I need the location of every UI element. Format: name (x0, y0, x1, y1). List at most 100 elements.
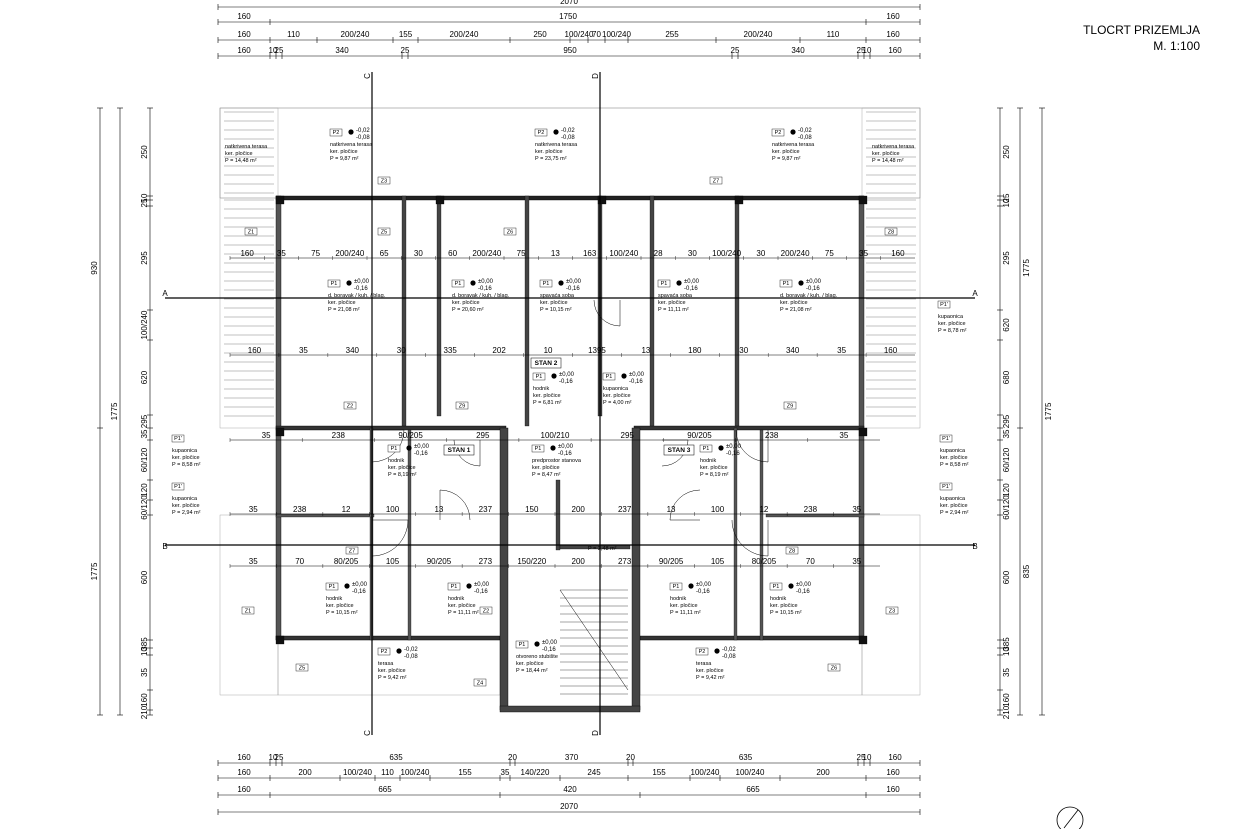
window-marker-box (295, 663, 309, 672)
section-marker-d-end: D (591, 730, 600, 736)
dim-top-row2-value: 100/240 (602, 30, 631, 39)
section-marker-d: D (591, 73, 600, 79)
room-area: P = 2,48 m² (588, 546, 617, 552)
window-marker: Z6 (831, 666, 837, 672)
window-marker: Z1 (245, 609, 251, 615)
dim-top-row2-value: 110 (287, 30, 300, 39)
dim-interior-row1-value: 200/240 (781, 249, 810, 258)
room-area: P = 23,75 m² (535, 156, 567, 162)
column (597, 195, 607, 205)
dim-bottom-row1-value: 10 (269, 753, 278, 762)
dim-interior-row5-value: 90/205 (427, 557, 452, 566)
room-name: kupaonica (940, 448, 966, 454)
room-name: natkrivena terasa (330, 142, 373, 148)
dim-left-inner-value: 10 (140, 193, 149, 202)
room-floor: ker. pločice (326, 603, 354, 609)
room-name: natkrivena terasa (225, 144, 268, 150)
dim-bottom-row1-value: 635 (739, 753, 753, 762)
room-tag: P2 (538, 130, 545, 136)
room-name: kupaonica (940, 496, 966, 502)
terrace-top (219, 107, 921, 199)
room-floor: ker. pločice (603, 393, 631, 399)
wall-mid-right (633, 425, 865, 431)
dim-interior-row4-value: 13 (667, 505, 676, 514)
dim-interior-row2-value: 30 (739, 346, 748, 355)
room-tag-box (377, 647, 391, 656)
door-swing (661, 439, 689, 467)
dim-bottom-row1-value: 25 (857, 753, 866, 762)
room-level-bottom: -0,08 (561, 135, 575, 141)
dim-interior-row3-value: 90/205 (687, 431, 712, 440)
wall-interior-v (649, 195, 655, 429)
drawing-scale: M. 1:100 (1153, 39, 1200, 53)
dim-left-inner-value: 620 (140, 370, 149, 384)
dim-right-inner-value: 25 (1002, 193, 1011, 202)
dim-interior-row5-value: 200 (572, 557, 586, 566)
dim-interior-row5-value: 80/205 (752, 557, 777, 566)
room-floor: ker. pločice (448, 603, 476, 609)
door-swing (735, 429, 769, 463)
dim-bottom-row2-value: 200 (816, 768, 830, 777)
room-floor: ker. pločice (540, 300, 568, 306)
wall-partition-h (275, 513, 375, 518)
stan-label-box (530, 357, 562, 369)
door-swing (439, 489, 471, 521)
dim-interior-row1-value: 28 (654, 249, 663, 258)
room-floor: ker. pločice (330, 149, 358, 155)
dim-interior-row5-value: 80/205 (334, 557, 359, 566)
room-floor: ker. pločice (872, 151, 900, 157)
dim-top-row2-value: 200/240 (450, 30, 479, 39)
dim-top-row2-value: 160 (886, 30, 900, 39)
dim-top-row2-value: 255 (665, 30, 679, 39)
dim-top-row3-value: 25 (275, 46, 284, 55)
room-level-bottom: -0,16 (352, 589, 366, 595)
dim-top-row2-value: 100/240 (565, 30, 594, 39)
dim-bottom-row2-value: 35 (501, 768, 510, 777)
room-tag-box (329, 128, 343, 137)
room-floor: ker. pločice (670, 603, 698, 609)
dim-interior-row4-value: 237 (618, 505, 632, 514)
room-floor: ker. pločice (172, 503, 200, 509)
dim-interior-row4-value: 12 (759, 505, 768, 514)
door-swing (453, 439, 481, 467)
dim-left-inner-value: 295 (140, 414, 149, 428)
dim-bottom-row1-value: 20 (626, 753, 635, 762)
dim-top-row3-value: 340 (791, 46, 805, 55)
room-level-bottom: -0,16 (558, 451, 572, 457)
room-area: P = 11,11 m² (670, 610, 701, 616)
room-area: P = 2,94 m² (172, 510, 201, 516)
dim-bottom-row1-value: 10 (863, 753, 872, 762)
dim-bottom-row2-value: 100/240 (691, 768, 720, 777)
dim-bottom-row2-value: 140/220 (521, 768, 550, 777)
dim-interior-row5-value: 70 (295, 557, 304, 566)
room-tag: P1 (606, 374, 613, 380)
room-level-bottom: -0,16 (696, 589, 710, 595)
dim-interior-row5-value: 70 (806, 557, 815, 566)
title-block: TLOCRT PRIZEMLJA M. 1:100 (1083, 22, 1200, 54)
level-marker (551, 373, 557, 379)
room-name: kupaonica (172, 496, 198, 502)
dim-bottom-total-value: 2070 (560, 802, 578, 811)
room-level-top: ±0,00 (559, 372, 575, 378)
wall-core-bottom (499, 705, 641, 713)
wall-left-lower (275, 427, 282, 641)
room-name: spavaća soba (540, 293, 575, 299)
room-level-top: ±0,00 (478, 279, 494, 285)
dim-left-inner-value: 60/120 (140, 495, 149, 520)
room-level-top: ±0,00 (474, 582, 490, 588)
dim-interior-row1-value: 75 (311, 249, 320, 258)
room-level-top: ±0,00 (796, 582, 812, 588)
dim-interior-row2-value: 340 (786, 346, 800, 355)
stan-label-box (663, 444, 695, 456)
dim-bottom-row2-value: 200 (298, 768, 312, 777)
dim-top-row1-value: 160 (886, 12, 900, 21)
room-level-bottom: -0,16 (566, 286, 580, 292)
column (275, 427, 285, 437)
room-tag-box (534, 128, 548, 137)
dim-right-inner-value: 680 (1002, 370, 1011, 384)
dim-interior-row3-value: 35 (262, 431, 271, 440)
door-swing (669, 489, 701, 521)
level-marker (348, 129, 354, 135)
